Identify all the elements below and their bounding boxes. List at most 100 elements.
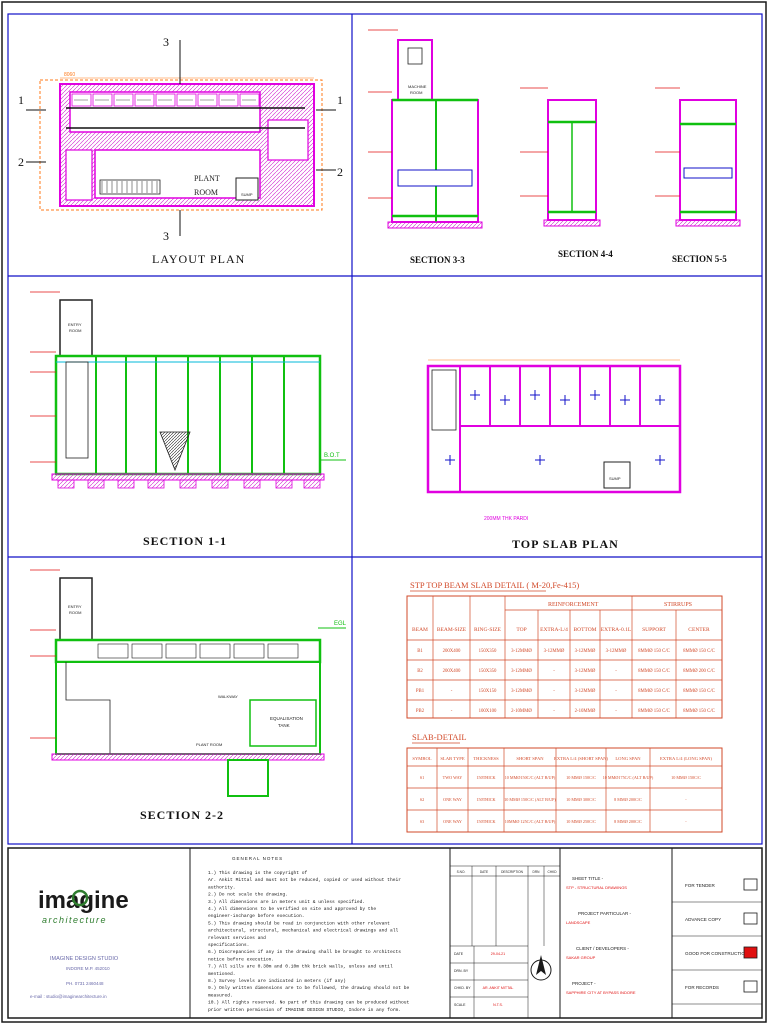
notes-title: GENERAL NOTES — [232, 856, 283, 861]
beam-cell: B1 — [417, 649, 423, 654]
s11-entry-room — [59, 299, 93, 357]
notes-list: 1.) This drawing is the copyright of Ar.… — [208, 870, 409, 1013]
slab-cell: - — [685, 797, 687, 802]
plan-cell — [176, 93, 197, 107]
layout-plan-title: LAYOUT PLAN — [152, 252, 245, 266]
note-line: 3.) All dimensions are in meters unit & … — [208, 899, 365, 905]
status-checkbox[interactable] — [743, 878, 758, 891]
note-line: architectural, structural, mechanical an… — [208, 928, 398, 934]
s22-footing — [51, 753, 325, 761]
slab-cell: S1 — [420, 775, 424, 780]
beam-table-title: STP TOP BEAM SLAB DETAIL ( M-20,Fe-415) — [410, 580, 579, 590]
rev-header: S.NO. — [457, 870, 466, 874]
beam-header: BOTTOM — [573, 627, 596, 633]
note-line: engineer-incharge before execution. — [208, 913, 305, 919]
status-checkbox[interactable] — [743, 912, 758, 925]
s22-sump-pit — [227, 759, 269, 797]
s11-pile-cap — [117, 479, 135, 489]
beam-cell: - — [615, 669, 617, 674]
note-line: 1.) This drawing is the copyright of — [208, 870, 307, 876]
status-checkbox[interactable] — [743, 980, 758, 993]
meta-value: N.T.S. — [493, 1003, 503, 1007]
s33-machine-room — [397, 39, 433, 101]
layout-sump-label: SUMP — [241, 192, 253, 197]
plan-cell — [239, 93, 260, 107]
beam-header: EXTRA-L/4 — [540, 627, 568, 633]
status-label: GOOD FOR CONSTRUCTION — [685, 951, 748, 956]
title-block-frame — [7, 847, 763, 1019]
sheet-title-value: STP - STRUCTURAL DRAWINGS — [566, 885, 627, 890]
meta-label: DRN. BY — [454, 969, 469, 973]
section-2-2: ENTRY ROOM EQUALISATION TANK WALKWAY PLA… — [30, 569, 347, 822]
beam-cell: - — [553, 689, 555, 694]
beam-cell: 3-12MMØ — [575, 669, 596, 674]
note-line: 2.) Do not scale the drawing. — [208, 892, 288, 898]
slab-header: SYMBOL — [412, 756, 431, 761]
studio-email: e-mail : studio@imaginearchitecture.in — [30, 994, 107, 999]
beam-header: TOP — [516, 627, 526, 633]
beam-header: BEAM-SIZE — [437, 627, 467, 633]
s55-channel — [683, 167, 733, 179]
slab-cell: 10 MMØ 150C/C (ALT B/UP) — [504, 797, 556, 802]
beam-cell: PB1 — [416, 689, 425, 694]
s11-pile-cap — [243, 479, 261, 489]
plan-cell — [155, 93, 176, 107]
note-line: specifications. — [208, 942, 249, 948]
note-line: 7.) All sills are 0.30m and 0.10m thk br… — [208, 964, 393, 970]
s11-pile-cap — [211, 479, 229, 489]
s22-top-tank — [54, 638, 322, 664]
note-line: mentioned. — [208, 971, 236, 977]
s22-cell — [131, 643, 163, 659]
slab-cell: 10MMØ 125C/C (ALT B/UP) — [505, 819, 556, 824]
slab-header: SLAB TYPE — [440, 756, 464, 761]
s22-stair — [65, 662, 111, 754]
plan-cell — [134, 93, 155, 107]
s11-partition-walls — [56, 356, 320, 474]
note-line: 5.) This drawing should be read in conju… — [208, 920, 390, 926]
s11-room-2: ROOM — [69, 328, 81, 333]
s22-cell — [97, 643, 129, 659]
slab-cell: 10 MMØ 300C/C — [566, 797, 596, 802]
client-label: CLIENT / DEVELOPERS - — [576, 946, 629, 951]
beam-cell: - — [451, 709, 453, 714]
slab-header: EXTRA L/4 (LONG SPAN) — [660, 756, 712, 761]
slab-table-headers: SYMBOL SLAB TYPE THICKNESS SHORT SPAN EXTRA … — [412, 756, 712, 761]
s11-pile-cap — [179, 479, 197, 489]
section-4-4: SECTION 4-4 — [520, 87, 613, 259]
s11-hopper — [159, 431, 191, 472]
note-line: 4.) All dimensions to be verified on sit… — [208, 906, 376, 912]
beam-cell: 8MMØ 150 C/C — [683, 689, 715, 694]
studio-name: IMAGINE DESIGN STUDIO — [50, 956, 119, 962]
s22-level-tag: EGL — [334, 621, 347, 627]
beam-table-grid — [407, 596, 722, 718]
section-mark-1-left: 1 — [18, 93, 24, 107]
studio-city: INDORE M.P. 452010 — [66, 966, 110, 971]
beam-cell: 8MMØ 200 C/C — [683, 669, 715, 674]
slab-header: SHORT SPAN — [516, 756, 544, 761]
section-mark-1-right: 1 — [337, 93, 343, 107]
slab-header: THICKNESS — [473, 756, 499, 761]
layout-tank-cells — [71, 93, 260, 107]
section-3-3: MACHINE ROOM SECTION 3-3 — [368, 29, 483, 265]
slab-cell: 150THICK — [476, 819, 495, 824]
beam-cell: B2 — [417, 669, 423, 674]
slab-cell: 10 MMØ 150C/C — [671, 775, 701, 780]
slab-table-frame — [406, 747, 723, 833]
project-label: PROJECT - — [572, 981, 596, 986]
status-checkbox-checked[interactable] — [743, 946, 758, 959]
layout-side-room — [267, 119, 309, 161]
slab-beams — [459, 366, 641, 492]
section-mark-3-top: 3 — [163, 35, 169, 49]
beam-cell: 8MMØ 150 C/C — [638, 689, 670, 694]
layout-top-dim: 8060 — [64, 72, 75, 78]
s22-room-2: ROOM — [69, 610, 81, 615]
s11-stair — [65, 361, 89, 459]
section-5-5: SECTION 5-5 — [655, 87, 741, 264]
s22-entry-room — [59, 577, 93, 641]
